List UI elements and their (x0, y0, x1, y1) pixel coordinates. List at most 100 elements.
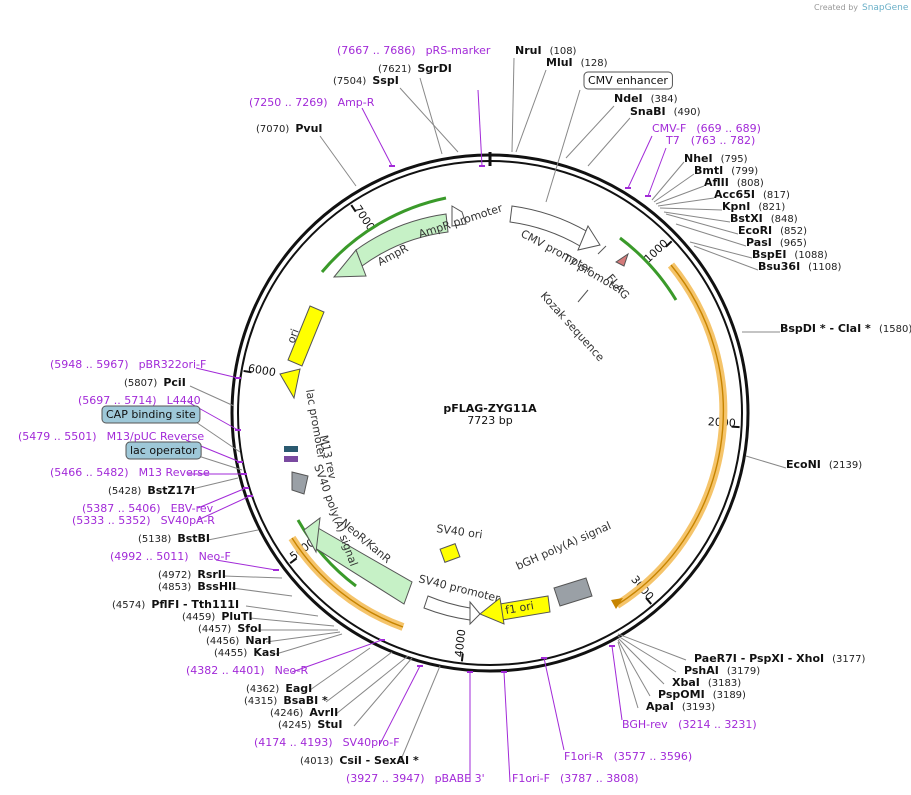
enzyme-label[interactable]: Bsu36I(1108) (758, 260, 842, 273)
enzyme-label[interactable]: (5428)BstZ17I (108, 484, 195, 497)
enzyme-label[interactable]: PshAI(3179) (684, 664, 760, 677)
leader-line (477, 89, 483, 167)
enzyme-label[interactable]: (4574)PflFI - Tth111I (112, 598, 239, 611)
primer-range: (7250 .. 7269) (249, 96, 328, 109)
feature-box (583, 71, 673, 90)
primer-label[interactable]: (7250 .. 7269)Amp-R (249, 96, 375, 109)
enzyme-label[interactable]: XbaI(3183) (672, 676, 741, 689)
enzyme-position: (2139) (829, 460, 862, 471)
enzyme-position: (799) (731, 166, 758, 177)
enzyme-label[interactable]: BspDI * - ClaI *(1580) (780, 322, 911, 335)
enzyme-position: (3193) (682, 702, 715, 713)
enzyme-label[interactable]: (4972)RsrII (158, 568, 226, 581)
leader-line (319, 135, 357, 187)
enzyme-name: BsaBI * (283, 694, 328, 707)
enzyme-label[interactable]: (4246)AvrII (270, 706, 338, 719)
enzyme-position: (3177) (832, 654, 865, 665)
ori-label: ori (285, 327, 302, 345)
enzyme-name: NarI (245, 634, 271, 647)
ampr-green-arc (320, 196, 447, 273)
enzyme-label[interactable]: AflII(808) (704, 176, 764, 189)
enzyme-label[interactable]: Acc65I(817) (714, 188, 790, 201)
enzyme-label[interactable]: BstXI(848) (730, 212, 798, 225)
enzyme-name: KpnI (722, 200, 750, 213)
enzyme-label[interactable]: (7504)SspI (333, 74, 399, 87)
primer-label[interactable]: (5387 .. 5406)EBV-rev (82, 502, 214, 515)
enzyme-label[interactable]: (4245)StuI (278, 718, 342, 731)
enzyme-label[interactable]: EcoNI(2139) (786, 458, 862, 471)
enzyme-label[interactable]: BspEI(1088) (752, 248, 828, 261)
enzyme-position: (384) (651, 94, 678, 105)
feature-box-label[interactable]: lac operator (125, 441, 202, 460)
leader-line (275, 633, 343, 655)
primer-range: (5387 .. 5406) (82, 502, 161, 515)
primer-range: F1ori-R (564, 750, 604, 763)
enzyme-label[interactable]: (4013)CsiI - SexAI * (300, 754, 419, 767)
enzyme-label[interactable]: ApaI(3193) (646, 700, 715, 713)
enzyme-label[interactable]: BmtI(799) (694, 164, 758, 177)
enzyme-label[interactable]: PspOMI(3189) (658, 688, 746, 701)
sv40-ori-label: SV40 ori (436, 522, 484, 541)
primer-label[interactable]: CMV-F(669 .. 689) (652, 122, 761, 135)
leader-line (663, 211, 731, 223)
enzyme-label[interactable]: MluI(128) (546, 56, 608, 69)
enzyme-label[interactable]: PaeR7I - PspXI - XhoI(3177) (694, 652, 866, 665)
orf-zyg11a-line (616, 264, 724, 606)
enzyme-label[interactable]: (4456)NarI (206, 634, 272, 647)
insert-green-arc (619, 236, 678, 301)
enzyme-label[interactable]: (4315)BsaBI * (244, 694, 328, 707)
feature-box-label[interactable]: CMV enhancer (583, 71, 673, 90)
primer-label[interactable]: (5333 .. 5352)SV40pA-R (72, 514, 215, 527)
enzyme-label[interactable]: (5138)BstBI (138, 532, 210, 545)
snapgene-brand: SnapGene (862, 3, 909, 13)
primer-name: Neo-F (199, 550, 231, 563)
tick-mark (350, 204, 357, 213)
primer-name: pBABE 3' (435, 772, 485, 785)
primer-range: (5479 .. 5501) (18, 430, 97, 443)
leader-line (545, 89, 581, 203)
enzyme-name: BssHII (197, 580, 236, 593)
enzyme-label[interactable]: NruI(108) (515, 44, 577, 57)
enzyme-label[interactable]: (4455)KasI (214, 646, 280, 659)
enzyme-label[interactable]: (4853)BssHII (158, 580, 236, 593)
primer-label[interactable]: F1ori-F(3787 .. 3808) (512, 772, 639, 785)
leader-line (245, 605, 319, 617)
enzyme-label[interactable]: NdeI(384) (614, 92, 678, 105)
enzyme-label[interactable]: (7621)SgrDI (378, 62, 452, 75)
primer-label[interactable]: (4174 .. 4193)SV40pro-F (254, 736, 400, 749)
plasmid-name: pFLAG-ZYG11A (443, 402, 537, 415)
primer-label[interactable]: (5697 .. 5714)L4440 (78, 394, 201, 407)
leader-line (335, 655, 409, 715)
primer-name: SV40pro-F (343, 736, 400, 749)
enzyme-label[interactable]: (4459)PluTI (182, 610, 253, 623)
primer-range: (7667 .. 7686) (337, 44, 416, 57)
primer-label[interactable]: (5466 .. 5482)M13 Reverse (50, 466, 210, 479)
enzyme-label[interactable]: EcoRI(852) (738, 224, 807, 237)
primer-label[interactable]: T7(763 .. 782) (665, 134, 755, 147)
enzyme-label[interactable]: (7070)PvuI (256, 122, 323, 135)
enzyme-label[interactable]: (4362)EagI (246, 682, 312, 695)
primer-label[interactable]: (4992 .. 5011)Neo-F (110, 550, 231, 563)
primer-label[interactable]: (4382 .. 4401)Neo-R (186, 664, 308, 677)
enzyme-label[interactable]: SnaBI(490) (630, 105, 701, 118)
primer-label[interactable]: (3927 .. 3947)pBABE 3' (346, 772, 485, 785)
leader-line (617, 633, 687, 661)
primer-label[interactable]: (7667 .. 7686)pRS-marker (337, 44, 491, 57)
enzyme-position: (795) (721, 154, 748, 165)
primer-label[interactable]: (5948 .. 5967)pBR322ori-F (50, 358, 206, 371)
primer-label[interactable]: (5479 .. 5501)M13/pUC Reverse (18, 430, 204, 443)
leader-line (503, 671, 511, 783)
enzyme-label[interactable]: (4457)SfoI (198, 622, 262, 635)
enzyme-label[interactable]: (5807)PciI (124, 376, 186, 389)
enzyme-label[interactable]: KpnI(821) (722, 200, 785, 213)
leader-line (207, 529, 259, 541)
primer-label[interactable]: F1ori-R(3577 .. 3596) (564, 750, 692, 763)
enzyme-name: PasI (746, 236, 772, 249)
feature-box-label[interactable]: CAP binding site (101, 405, 201, 424)
leader-line (325, 651, 393, 703)
primer-label[interactable]: BGH-rev(3214 .. 3231) (622, 718, 757, 731)
enzyme-label[interactable]: PasI(965) (746, 236, 807, 249)
enzyme-label[interactable]: NheI(795) (684, 152, 748, 165)
plasmid-length: 7723 bp (467, 414, 512, 427)
